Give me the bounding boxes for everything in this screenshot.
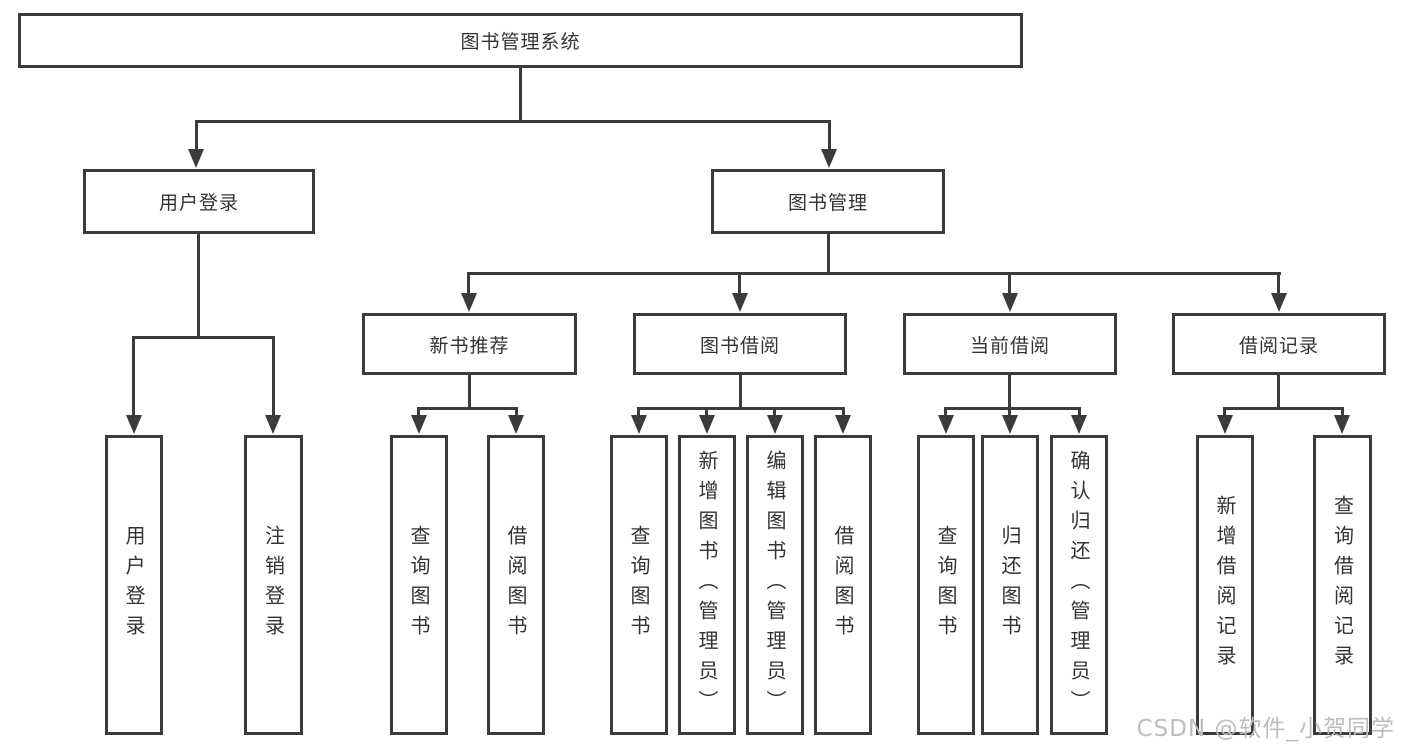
node-label: 当前借阅 bbox=[969, 334, 1050, 357]
connector-line bbox=[132, 336, 135, 416]
connector-line bbox=[637, 407, 640, 418]
connector-line bbox=[1078, 407, 1081, 418]
node-label: 新书推荐 bbox=[429, 334, 510, 357]
node-label: 图书管理 bbox=[787, 192, 868, 214]
arrow-down-icon bbox=[1334, 415, 1350, 434]
arrow-down-icon bbox=[508, 415, 524, 434]
node-label: 注销登录 bbox=[261, 525, 286, 645]
connector-line bbox=[519, 68, 522, 123]
arrow-down-icon bbox=[1002, 293, 1018, 312]
connector-line bbox=[944, 407, 1081, 410]
node-label: 查询借阅记录 bbox=[1330, 495, 1355, 675]
connector-line bbox=[1008, 407, 1011, 418]
connector-line bbox=[828, 120, 831, 152]
node-new-book-recommend: 新书推荐 bbox=[362, 313, 577, 375]
arrow-down-icon bbox=[732, 293, 748, 312]
node-edit-books-admin: 编辑图书（管理员） bbox=[746, 435, 804, 735]
arrow-down-icon bbox=[1071, 415, 1087, 434]
connector-line bbox=[195, 120, 831, 123]
arrow-down-icon bbox=[699, 415, 715, 434]
node-current-borrow: 当前借阅 bbox=[903, 313, 1117, 375]
connector-line bbox=[132, 336, 275, 339]
arrow-down-icon bbox=[1271, 293, 1287, 312]
connector-line bbox=[195, 120, 198, 152]
connector-line bbox=[842, 407, 845, 418]
node-borrow-records: 借阅记录 bbox=[1172, 313, 1386, 375]
connector-line bbox=[417, 407, 518, 410]
arrow-down-icon bbox=[821, 149, 837, 168]
node-label: 查询图书 bbox=[407, 525, 431, 645]
node-library-system: 图书管理系统 bbox=[18, 13, 1023, 68]
node-label: 确认归还（管理员） bbox=[1067, 450, 1091, 720]
node-logout-action: 注销登录 bbox=[244, 435, 303, 735]
node-add-books-admin: 新增图书（管理员） bbox=[678, 435, 736, 735]
connector-line bbox=[468, 375, 471, 410]
connector-line bbox=[1008, 375, 1011, 410]
arrow-down-icon bbox=[188, 149, 204, 168]
node-book-management: 图书管理 bbox=[711, 169, 945, 234]
connector-line bbox=[1008, 272, 1011, 296]
node-user-login-action: 用户登录 bbox=[105, 435, 163, 735]
connector-line bbox=[1277, 272, 1280, 296]
node-borrow-books-action: 借阅图书 bbox=[814, 435, 872, 735]
connector-line bbox=[417, 407, 420, 418]
arrow-down-icon bbox=[1217, 415, 1233, 434]
arrow-down-icon bbox=[126, 415, 142, 434]
node-query-books-current: 查询图书 bbox=[917, 435, 975, 735]
node-confirm-return-admin: 确认归还（管理员） bbox=[1050, 435, 1108, 735]
node-label: 用户登录 bbox=[158, 192, 239, 214]
connector-line bbox=[197, 234, 200, 339]
node-user-login: 用户登录 bbox=[83, 169, 315, 234]
connector-line bbox=[944, 407, 947, 418]
node-label: 编辑图书（管理员） bbox=[763, 450, 787, 720]
arrow-down-icon bbox=[1002, 415, 1018, 434]
connector-line bbox=[739, 375, 742, 410]
arrow-down-icon bbox=[835, 415, 851, 434]
node-add-borrow-record: 新增借阅记录 bbox=[1196, 435, 1254, 735]
node-label: 图书管理系统 bbox=[460, 31, 581, 53]
node-return-books: 归还图书 bbox=[981, 435, 1039, 735]
connector-line bbox=[827, 234, 830, 275]
node-label: 查询图书 bbox=[934, 525, 958, 645]
connector-line bbox=[467, 272, 1281, 275]
connector-line bbox=[738, 272, 741, 296]
node-label: 借阅图书 bbox=[831, 525, 855, 645]
node-label: 图书借阅 bbox=[699, 334, 780, 357]
connector-line bbox=[467, 272, 470, 296]
watermark: CSDN @软件_小贺同学 bbox=[1136, 716, 1395, 742]
node-query-borrow-record: 查询借阅记录 bbox=[1313, 435, 1372, 735]
arrow-down-icon bbox=[411, 415, 427, 434]
node-label: 借阅记录 bbox=[1238, 334, 1319, 357]
node-borrow-books-recommend: 借阅图书 bbox=[487, 435, 545, 735]
node-query-books-recommend: 查询图书 bbox=[390, 435, 448, 735]
node-label: 归还图书 bbox=[998, 525, 1022, 645]
connector-line bbox=[637, 407, 845, 410]
node-query-books-borrow: 查询图书 bbox=[610, 435, 668, 735]
arrow-down-icon bbox=[265, 415, 281, 434]
arrow-down-icon bbox=[938, 415, 954, 434]
node-label: 查询图书 bbox=[627, 525, 651, 645]
connector-line bbox=[773, 407, 776, 418]
connector-line bbox=[515, 407, 518, 418]
arrow-down-icon bbox=[767, 415, 783, 434]
arrow-down-icon bbox=[631, 415, 647, 434]
node-label: 借阅图书 bbox=[504, 525, 528, 645]
node-label: 新增图书（管理员） bbox=[695, 450, 719, 720]
arrow-down-icon bbox=[461, 293, 477, 312]
connector-line bbox=[1341, 407, 1344, 418]
connector-line bbox=[1277, 375, 1280, 410]
node-book-borrow: 图书借阅 bbox=[633, 313, 847, 375]
connector-line bbox=[1223, 407, 1226, 418]
node-label: 新增借阅记录 bbox=[1213, 495, 1237, 675]
connector-line bbox=[1223, 407, 1344, 410]
node-label: 用户登录 bbox=[122, 525, 146, 645]
connector-line bbox=[705, 407, 708, 418]
connector-line bbox=[272, 336, 275, 416]
